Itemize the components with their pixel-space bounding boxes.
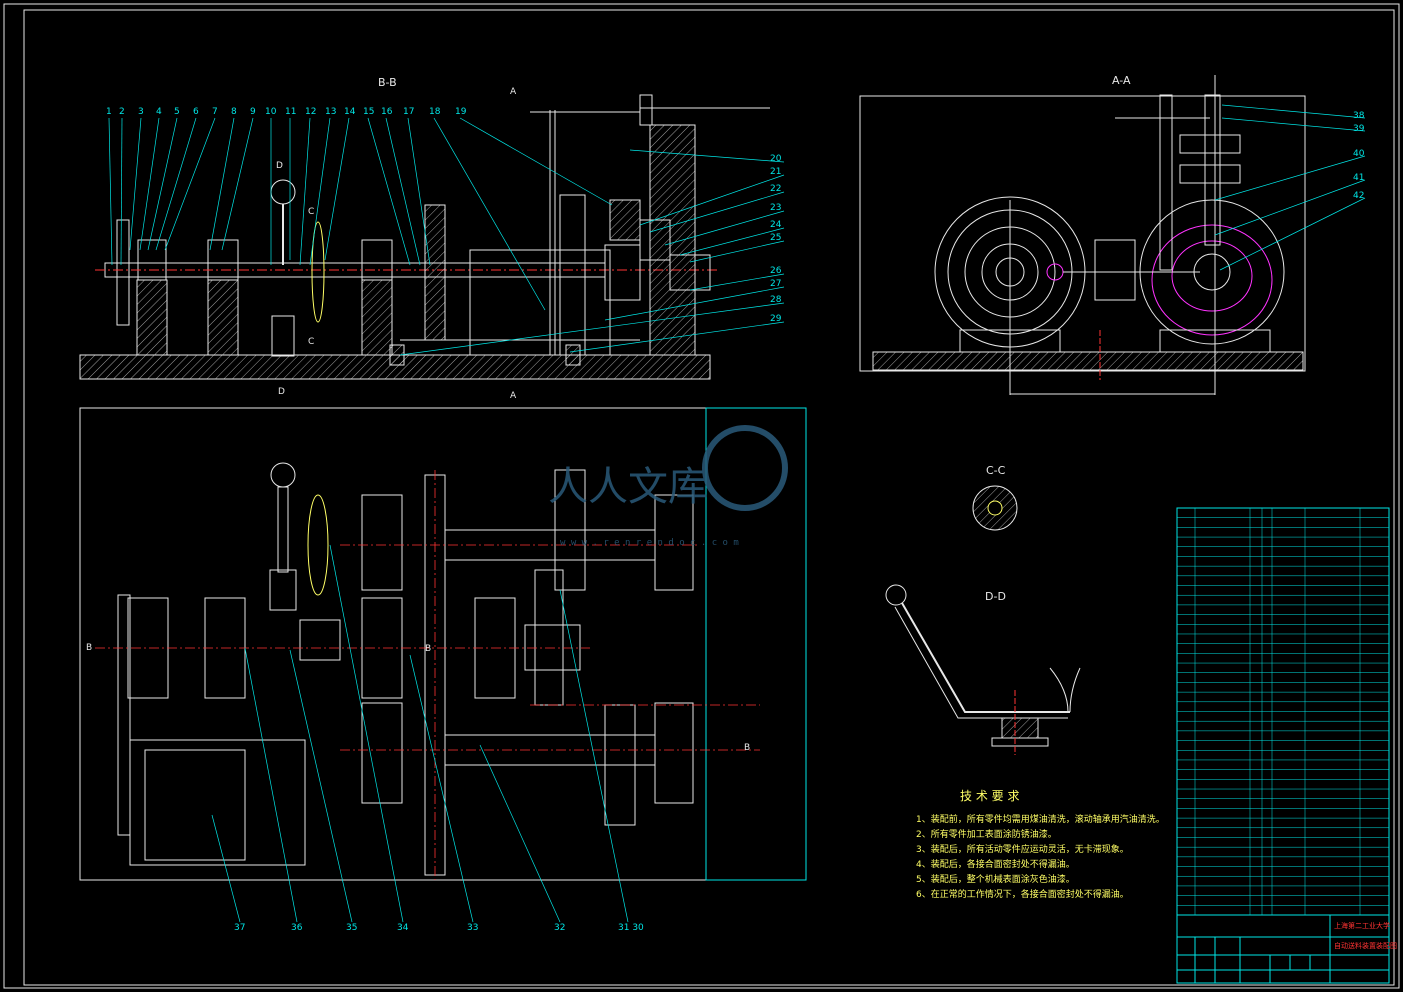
cut-b-left: B: [86, 643, 92, 653]
cut-b-right: B: [744, 743, 750, 753]
cut-d-top: D: [276, 161, 283, 171]
tech-req-item: 4、装配后，各接合面密封处不得漏油。: [916, 858, 1075, 870]
part-num: 21: [770, 167, 781, 177]
view-dd: D-D: [885, 584, 1081, 755]
tech-req-item: 3、装配后，所有活动零件应运动灵活，无卡滞现象。: [916, 843, 1129, 855]
part-num: 5: [174, 107, 180, 117]
part-num: 38: [1353, 111, 1365, 121]
tech-req-title: 技 术 要 求: [960, 789, 1019, 803]
part-num: 1: [106, 107, 112, 117]
tech-req-item: 1、装配前，所有零件均需用煤油清洗，滚动轴承用汽油清洗。: [916, 813, 1165, 825]
part-num: 32: [554, 923, 565, 933]
right-part-numbers: 20 21 22 23 24 25 26 27 28 29: [770, 154, 782, 324]
title-drawing: 自动送料装置装配图: [1334, 941, 1397, 950]
part-num: 34: [397, 923, 409, 933]
part-num: 36: [291, 923, 303, 933]
part-num: 28: [770, 295, 782, 305]
part-num: 9: [250, 107, 256, 117]
cut-b-mid: B: [425, 644, 431, 654]
cut-d-bottom: D: [278, 387, 285, 397]
part-num: 39: [1353, 124, 1365, 134]
part-num: 7: [212, 107, 218, 117]
title-block: 上海第二工业大学 自动送料装置装配图: [1176, 914, 1397, 984]
part-num: 31 30: [618, 923, 644, 933]
part-num: 26: [770, 266, 782, 276]
part-num: 20: [770, 154, 782, 164]
view-dd-label: D-D: [985, 590, 1006, 603]
watermark-url: w w w . r e n r e n d o c . c o m: [560, 538, 739, 548]
part-num: 6: [193, 107, 199, 117]
part-num: 19: [455, 107, 467, 117]
cut-c-top: C: [308, 207, 314, 217]
view-bb-label: B-B: [378, 76, 397, 89]
part-num: 3: [138, 107, 144, 117]
view-aa: A-A 38 39 40 41 42: [859, 74, 1366, 395]
cut-c-bottom: C: [308, 337, 314, 347]
part-num: 33: [467, 923, 478, 933]
part-num: 24: [770, 220, 782, 230]
part-num: 41: [1353, 173, 1364, 183]
view-aa-label: A-A: [1112, 74, 1131, 87]
part-num: 37: [234, 923, 245, 933]
view-cc: C-C: [972, 464, 1018, 531]
part-num: 10: [265, 107, 277, 117]
tech-requirements: 技 术 要 求 1、装配前，所有零件均需用煤油清洗，滚动轴承用汽油清洗。 2、所…: [916, 789, 1165, 900]
part-num: 29: [770, 314, 782, 324]
part-num: 18: [429, 107, 441, 117]
part-num: 4: [156, 107, 162, 117]
view-plan: B B B 37 36 35 34 33 32 31 30: [79, 407, 807, 933]
title-school: 上海第二工业大学: [1334, 921, 1390, 930]
tech-req-item: 6、在正常的工作情况下，各接合面密封处不得漏油。: [916, 888, 1129, 900]
part-num: 17: [403, 107, 414, 117]
watermark: 人人文库 w w w . r e n r e n d o c . c o m: [548, 425, 788, 548]
part-num: 14: [344, 107, 356, 117]
part-num: 35: [346, 923, 357, 933]
part-num: 25: [770, 233, 781, 243]
part-num: 23: [770, 203, 781, 213]
tech-req-item: 2、所有零件加工表面涂防锈油漆。: [916, 828, 1057, 840]
view-cc-label: C-C: [986, 464, 1006, 477]
outer-border: [3, 3, 1400, 989]
part-num: 40: [1353, 149, 1365, 159]
part-num: 16: [381, 107, 393, 117]
part-num: 27: [770, 279, 781, 289]
watermark-brand: 人人文库: [548, 464, 708, 510]
inner-border: [23, 9, 1395, 986]
view-bb: B-B: [79, 76, 785, 401]
part-num: 12: [305, 107, 316, 117]
part-num: 15: [363, 107, 374, 117]
cut-a-top: A: [510, 87, 517, 97]
part-num: 2: [119, 107, 125, 117]
part-num: 8: [231, 107, 237, 117]
parts-list: [1176, 507, 1390, 916]
cut-a-bottom: A: [510, 391, 517, 401]
tech-req-item: 5、装配后，整个机械表面涂灰色油漆。: [916, 873, 1075, 885]
part-num: 22: [770, 184, 781, 194]
top-part-numbers: 1 2 3 4 5 6 7 8 9 10 11 12 13 14 15 16 1…: [106, 107, 467, 117]
part-num: 42: [1353, 191, 1364, 201]
part-num: 11: [285, 107, 296, 117]
part-num: 13: [325, 107, 336, 117]
